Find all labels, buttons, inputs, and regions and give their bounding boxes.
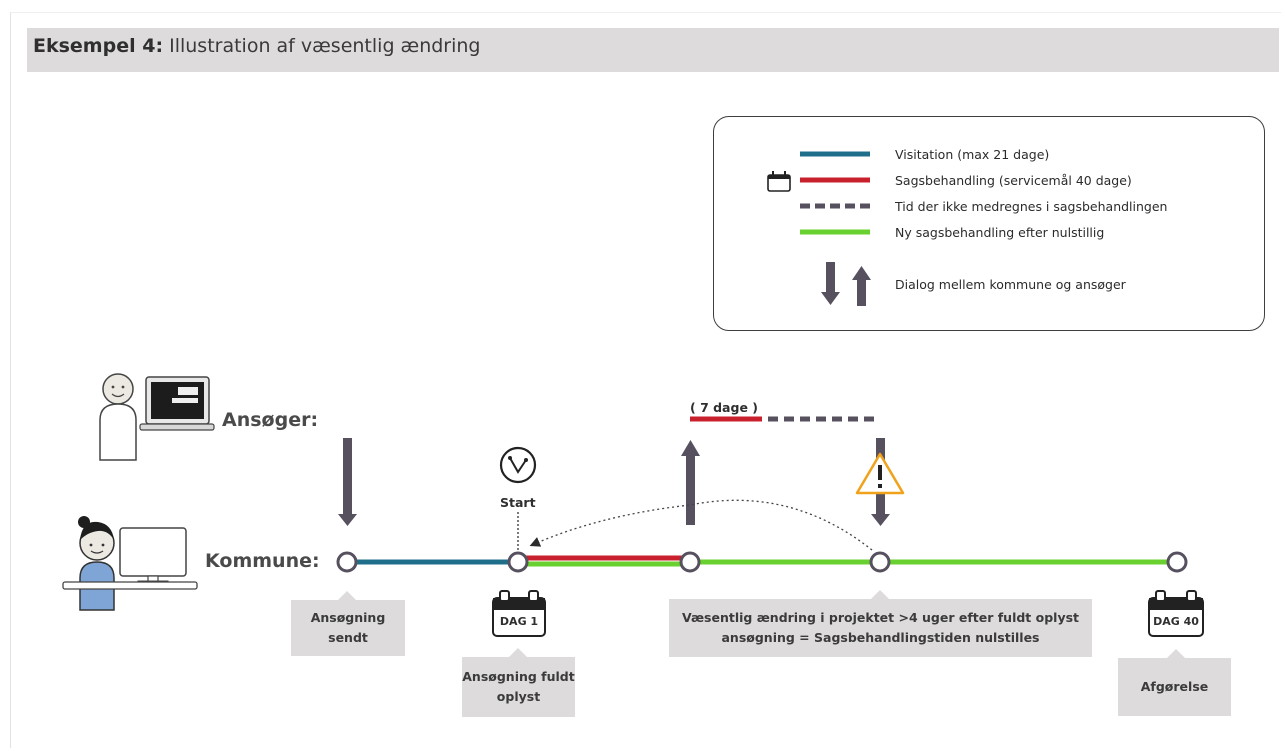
- caption-change: Væsentlig ændring i projektet >4 uger ef…: [669, 599, 1092, 657]
- node-fully: [507, 551, 529, 573]
- clock-icon: [499, 446, 537, 484]
- legend-label-visitation: Visitation (max 21 dage): [895, 147, 1050, 162]
- caption-decision-pointer: [1167, 649, 1185, 658]
- dialog-arrows-icon: [821, 262, 871, 306]
- figure-frame: [10, 12, 1281, 748]
- node-dialog: [679, 551, 701, 573]
- node-sent: [336, 551, 358, 573]
- day1-badge-label: DAG 1: [499, 615, 539, 628]
- seven-days-label: ( 7 dage ): [690, 400, 758, 415]
- day40-badge-label: DAG 40: [1153, 615, 1199, 628]
- legend-label-sagsbehandling: Sagsbehandling (servicemål 40 dage): [895, 173, 1132, 188]
- caption-decision: Afgørelse: [1118, 658, 1231, 716]
- legend-label-ny-sagsbehandling: Ny sagsbehandling efter nulstillig: [895, 225, 1105, 240]
- calendar-badge-day1: [492, 590, 546, 637]
- actor-label-municipality: Kommune:: [205, 550, 320, 572]
- legend: [713, 116, 1265, 331]
- arrow-down-sent: [338, 438, 357, 526]
- municipality-illustration: [62, 516, 198, 611]
- caption-change-pointer: [871, 590, 889, 599]
- node-change: [869, 551, 891, 573]
- calendar-badge-day40: [1148, 590, 1204, 637]
- title-rest: Illustration af væsentlig ændring: [163, 35, 481, 57]
- caption-fully-pointer: [509, 648, 527, 657]
- start-label: Start: [500, 495, 536, 510]
- node-decision: [1166, 551, 1188, 573]
- calendar-icon: [767, 171, 791, 192]
- legend-label-dialog: Dialog mellem kommune og ansøger: [895, 277, 1126, 292]
- title-bold: Eksempel 4:: [33, 35, 164, 57]
- caption-fully: Ansøgning fuldt oplyst: [462, 657, 575, 717]
- reset-curved-arrow: [529, 499, 873, 551]
- legend-label-ikke-medregnet: Tid der ikke medregnes i sagsbehandlinge…: [895, 199, 1168, 214]
- figure-title: Eksempel 4: Illustration af væsentlig æn…: [33, 35, 481, 57]
- title-bar: Eksempel 4: Illustration af væsentlig æn…: [27, 28, 1279, 72]
- applicant-illustration: [99, 373, 215, 461]
- caption-sent-pointer: [338, 591, 356, 600]
- caption-sent: Ansøgning sendt: [291, 600, 405, 656]
- warning-icon: [855, 452, 905, 495]
- actor-label-applicant: Ansøger:: [222, 409, 319, 431]
- arrow-up-dialog: [681, 440, 700, 525]
